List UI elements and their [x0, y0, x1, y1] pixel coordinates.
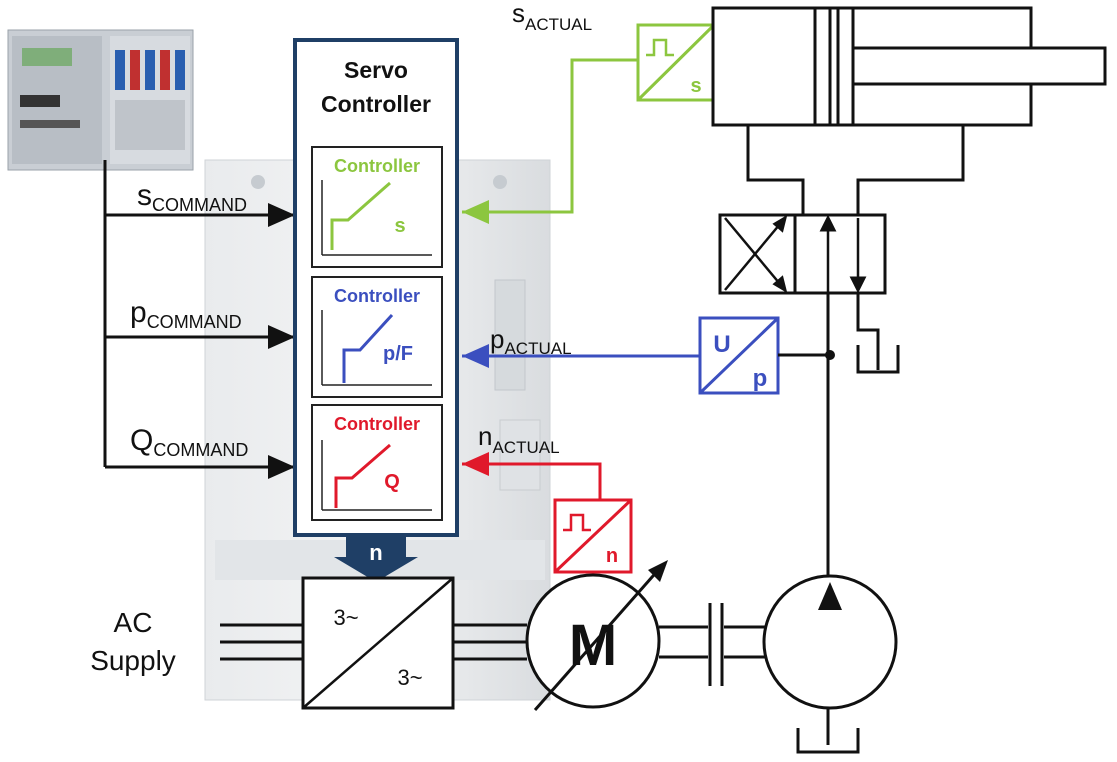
speed-sensor-symbol: n	[606, 545, 618, 567]
flow-controller-symbol: Q	[384, 471, 400, 493]
speed-setpoint-label: n	[369, 540, 382, 565]
flow-controller-box: Controller Q	[312, 405, 442, 520]
flow-controller-label: Controller	[334, 414, 420, 434]
converter-input-label: 3~	[333, 605, 358, 630]
pressure-controller-box: Controller p/F	[312, 277, 442, 397]
converter-output-label: 3~	[397, 665, 422, 690]
pressure-sensor-bottom-symbol: p	[753, 365, 768, 392]
hydraulic-lines	[828, 293, 878, 580]
directional-valve	[720, 215, 885, 293]
position-controller-box: Controller s	[312, 147, 442, 267]
motor-label: M	[569, 613, 617, 678]
s-actual-label: sACTUAL	[512, 0, 592, 34]
hydraulic-pump	[764, 576, 896, 752]
ac-supply-label-line2: Supply	[90, 645, 176, 676]
motor-pump-coupling	[659, 603, 768, 686]
plc-module-image	[8, 30, 193, 170]
position-sensor-symbol: s	[690, 75, 701, 97]
cylinder-port-lines	[748, 125, 963, 215]
pressure-sensor-top-symbol: U	[713, 331, 730, 358]
servo-controller-title-line2: Controller	[321, 91, 431, 117]
position-controller-label: Controller	[334, 156, 420, 176]
position-controller-symbol: s	[394, 215, 405, 237]
frequency-converter: 3~ 3~	[303, 578, 453, 708]
pressure-controller-symbol: p/F	[383, 343, 413, 365]
pressure-controller-label: Controller	[334, 286, 420, 306]
hydraulic-cylinder	[713, 8, 1105, 125]
pressure-junction	[825, 350, 835, 360]
ac-supply-label-line1: AC	[114, 607, 153, 638]
servo-controller-title-line1: Servo	[344, 57, 408, 83]
